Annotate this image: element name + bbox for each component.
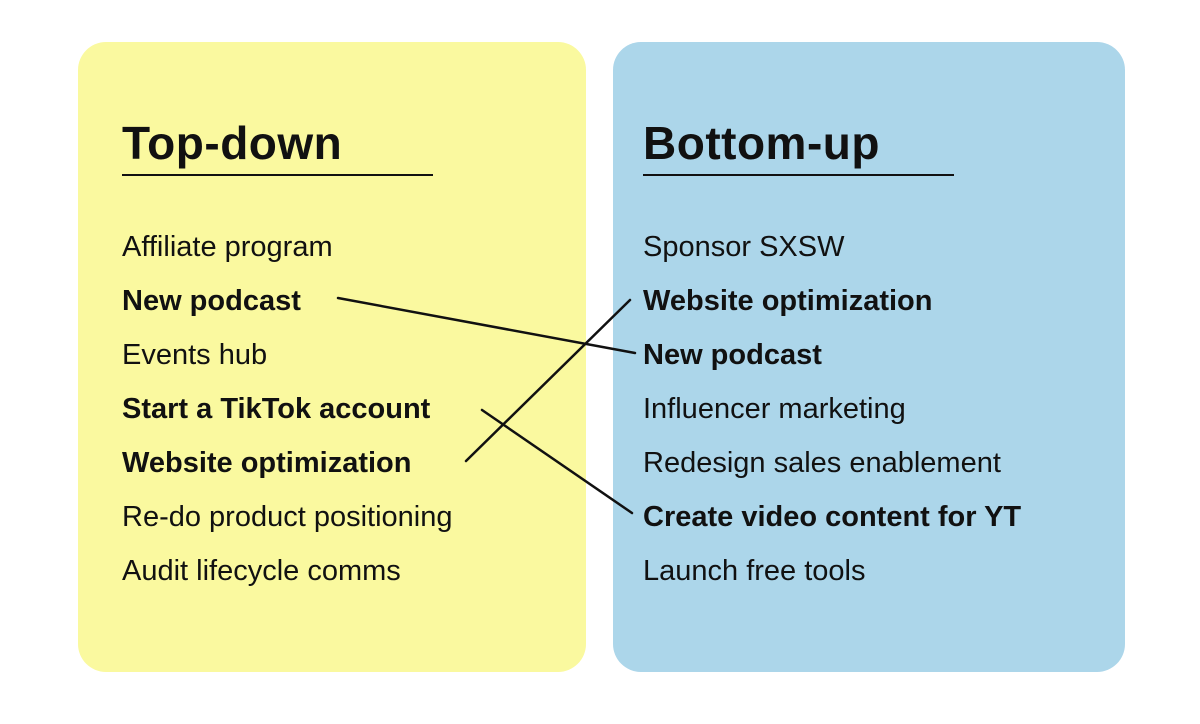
- panel-title-top-down: Top-down: [122, 117, 343, 169]
- list-item-top-down-audit-lifecycle-comms: Audit lifecycle comms: [122, 555, 401, 587]
- list-item-bottom-up-website-optimization: Website optimization: [643, 285, 933, 317]
- list-item-bottom-up-new-podcast: New podcast: [643, 339, 822, 371]
- list-item-top-down-start-a-tiktok-account: Start a TikTok account: [122, 393, 431, 425]
- list-item-bottom-up-sponsor-sxsw: Sponsor SXSW: [643, 231, 845, 263]
- panel-title-bottom-up: Bottom-up: [643, 117, 880, 169]
- list-item-top-down-new-podcast: New podcast: [122, 285, 301, 317]
- list-item-top-down-website-optimization: Website optimization: [122, 447, 412, 479]
- list-item-top-down-events-hub: Events hub: [122, 339, 268, 371]
- list-item-top-down-re-do-product-positioning: Re-do product positioning: [122, 501, 453, 533]
- list-item-top-down-affiliate-program: Affiliate program: [122, 231, 333, 263]
- list-item-bottom-up-influencer-marketing: Influencer marketing: [643, 393, 906, 425]
- list-item-bottom-up-launch-free-tools: Launch free tools: [643, 555, 866, 587]
- title-underline: [643, 174, 954, 176]
- list-item-bottom-up-redesign-sales-enablement: Redesign sales enablement: [643, 447, 1001, 479]
- panel-bottom-up: Bottom-up Sponsor SXSW Website optimizati…: [613, 42, 1125, 672]
- list-item-bottom-up-create-video-content-for-yt: Create video content for YT: [643, 501, 1022, 533]
- title-underline: [122, 174, 433, 176]
